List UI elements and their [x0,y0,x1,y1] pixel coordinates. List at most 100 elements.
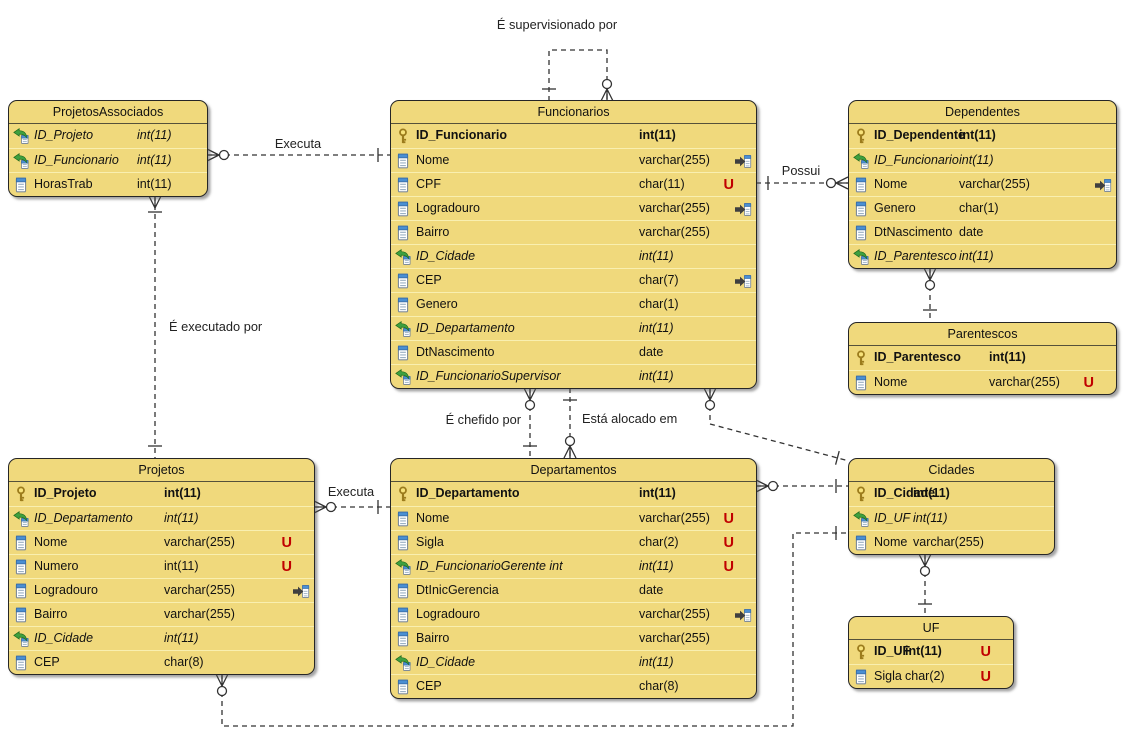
edge-label-executa-departamento: Executa [328,484,375,499]
foreign-key-icon [853,511,869,527]
column-name: Bairro [34,607,68,621]
table-title: UF [849,617,1013,640]
column-name: Nome [34,535,68,549]
column-name: CPF [416,177,441,191]
column-type: varchar(255) [164,607,235,621]
foreign-key-icon [395,369,411,385]
column-name: ID_UF [874,644,911,658]
foreign-key-icon [395,249,411,265]
column-type: varchar(255) [959,177,1030,191]
column-type: int(11) [164,631,199,645]
edge-funcionarios-cidades[interactable] [709,388,850,462]
column-type: varchar(255) [164,535,235,549]
foreign-key-icon [13,631,29,647]
cardinality-marker-many [755,479,779,493]
column-type: int(11) [137,153,172,167]
column-icon [395,153,411,169]
column-type: int(11) [639,321,674,335]
column-type: varchar(255) [639,631,710,645]
column-name: Numero [34,559,79,573]
column-name: ID_Cidade [416,655,476,669]
column-name: Nome [874,535,908,549]
column-name: ID_Parentesco [874,350,961,364]
cardinality-marker-many [600,78,614,102]
column-icon [853,375,869,391]
column-type: varchar(255) [639,225,710,239]
column-row-bairro[interactable]: Bairro varchar(255) [9,602,314,626]
edge-label-chefido-por: É chefido por [446,412,522,427]
table-title: Cidades [849,459,1054,482]
column-type: varchar(255) [639,153,710,167]
edge-label-executado-por: É executado por [169,319,263,334]
column-row-nome[interactable]: Nome varchar(255) [849,172,1116,196]
column-name: Logradouro [416,201,480,215]
table-title: ProjetosAssociados [9,101,207,124]
column-icon [853,225,869,241]
column-flags: U [981,640,1009,664]
primary-key-icon [395,128,411,144]
edge-label-supervisionado: É supervisionado por [497,17,618,32]
edge-projetos-cidades[interactable] [221,532,848,727]
table-title: Departamentos [391,459,756,482]
edge-supervisionado[interactable] [548,49,608,101]
column-type: int(11) [913,486,950,500]
cardinality-marker-manybar [148,195,162,213]
edge-label-alocado-em: Está alocado em [582,411,677,426]
column-name: ID_Parentesco [874,249,957,263]
cardinality-marker-many [206,148,230,162]
column-icon [13,583,29,599]
column-name: Nome [874,177,908,191]
column-type: int(11) [137,128,172,142]
